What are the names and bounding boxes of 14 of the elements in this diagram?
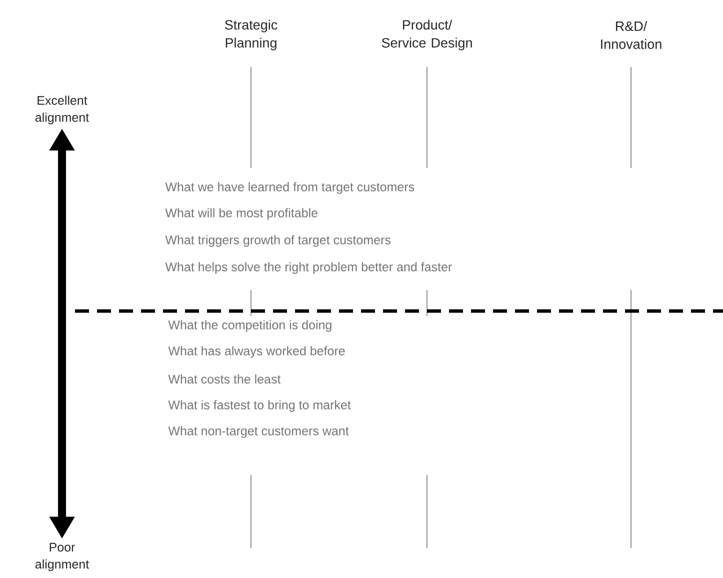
list-item: What has always worked before [168,346,345,358]
column-heading: R&D/ Innovation [601,21,662,49]
axis-label: Excellent alignment [35,96,89,124]
axis-label: Poor alignment [35,542,89,572]
list-item: What will be most profitable [165,208,318,220]
list-item: What triggers growth of target customers [165,235,391,247]
column-heading: Strategic Planning [224,20,278,50]
column-heading: Product/ Service Design [382,20,472,50]
list-item: What we have learned from target customers [165,182,414,194]
list-item: What is fastest to bring to market [168,400,351,412]
list-item: What the competition is doing [168,320,332,332]
list-item: What costs the least [168,374,281,384]
list-item: What helps solve the right problem better and faster [165,262,452,274]
list-item: What non-target customers want [168,426,349,438]
